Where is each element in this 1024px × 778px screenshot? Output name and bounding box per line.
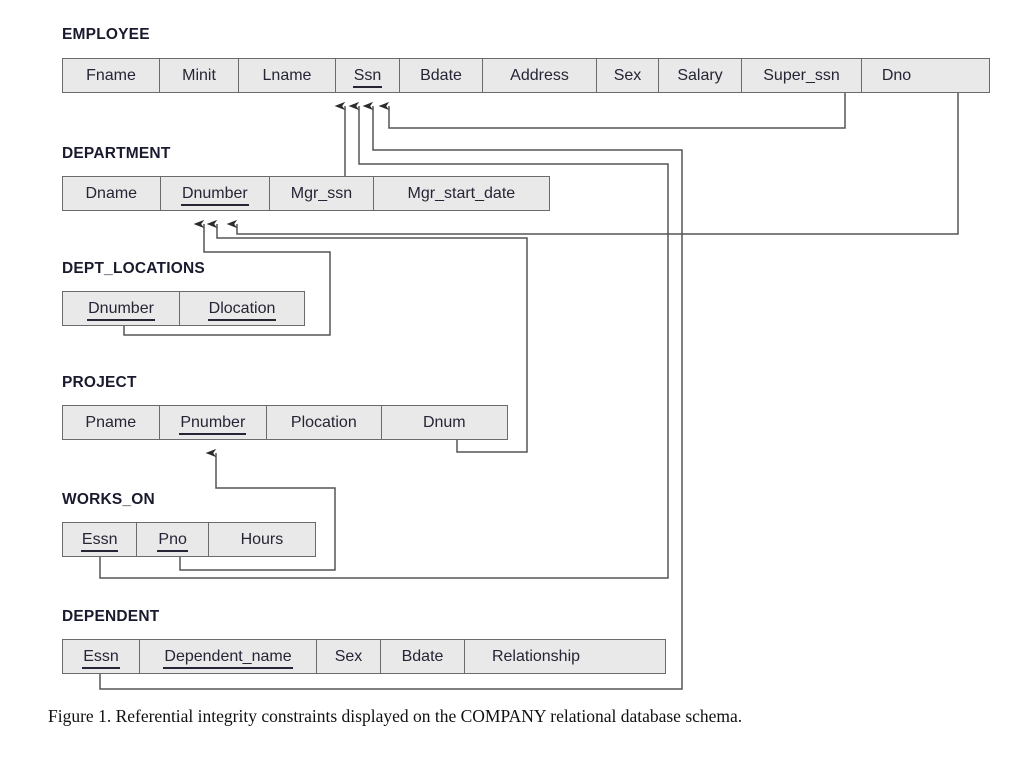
attribute-relationship[interactable]: Relationship [465,640,607,673]
attribute-bdate[interactable]: Bdate [400,59,483,92]
attribute-lname[interactable]: Lname [239,59,336,92]
attribute-dep-bdate[interactable]: Bdate [381,640,465,673]
attribute-pno[interactable]: Pno [137,523,209,556]
attribute-dnumber[interactable]: Dnumber [160,177,271,210]
attribute-dl-dnumber[interactable]: Dnumber [63,292,181,325]
relation-title-employee: EMPLOYEE [62,26,150,43]
attribute-dno[interactable]: Dno [862,59,931,92]
relation-title-project: PROJECT [62,374,137,391]
attribute-dep-essn[interactable]: Essn [63,640,140,673]
attribute-sex[interactable]: Sex [597,59,659,92]
attribute-fname[interactable]: Fname [63,59,160,92]
relation-table-dept-locations: Dnumber Dlocation [62,291,305,326]
relation-title-department: DEPARTMENT [62,145,171,162]
attribute-dependent-name[interactable]: Dependent_name [140,640,317,673]
attribute-dnum[interactable]: Dnum [381,406,507,439]
attribute-super-ssn[interactable]: Super_ssn [742,59,862,92]
attribute-dlocation[interactable]: Dlocation [180,292,304,325]
attribute-mgr-ssn[interactable]: Mgr_ssn [270,177,374,210]
fk-employee-super-ssn-to-employee-ssn [378,93,846,129]
attribute-address[interactable]: Address [483,59,597,92]
fk-employee-dno-to-department-dnumber [226,93,959,235]
relation-title-works-on: WORKS_ON [62,491,155,508]
attribute-minit[interactable]: Minit [160,59,239,92]
attribute-plocation[interactable]: Plocation [267,406,382,439]
attribute-salary[interactable]: Salary [659,59,742,92]
relation-title-dependent: DEPENDENT [62,608,160,625]
attribute-mgr-start-date[interactable]: Mgr_start_date [373,177,549,210]
attribute-dep-sex[interactable]: Sex [317,640,381,673]
relation-table-works-on: Essn Pno Hours [62,522,316,557]
relation-table-dependent: Essn Dependent_name Sex Bdate Relationsh… [62,639,666,674]
relation-title-dept-locations: DEPT_LOCATIONS [62,260,205,277]
relation-table-department: Dname Dnumber Mgr_ssn Mgr_start_date [62,176,550,211]
attribute-hours[interactable]: Hours [208,523,315,556]
figure-caption: Figure 1. Referential integrity constrai… [48,706,743,726]
relation-table-employee: Fname Minit Lname Ssn Bdate Address Sex … [62,58,990,93]
attribute-ssn[interactable]: Ssn [336,59,400,92]
attribute-wo-essn[interactable]: Essn [63,523,138,556]
attribute-pname[interactable]: Pname [63,406,160,439]
attribute-dname[interactable]: Dname [63,177,161,210]
relation-table-project: Pname Pnumber Plocation Dnum [62,405,508,440]
attribute-pnumber[interactable]: Pnumber [159,406,268,439]
